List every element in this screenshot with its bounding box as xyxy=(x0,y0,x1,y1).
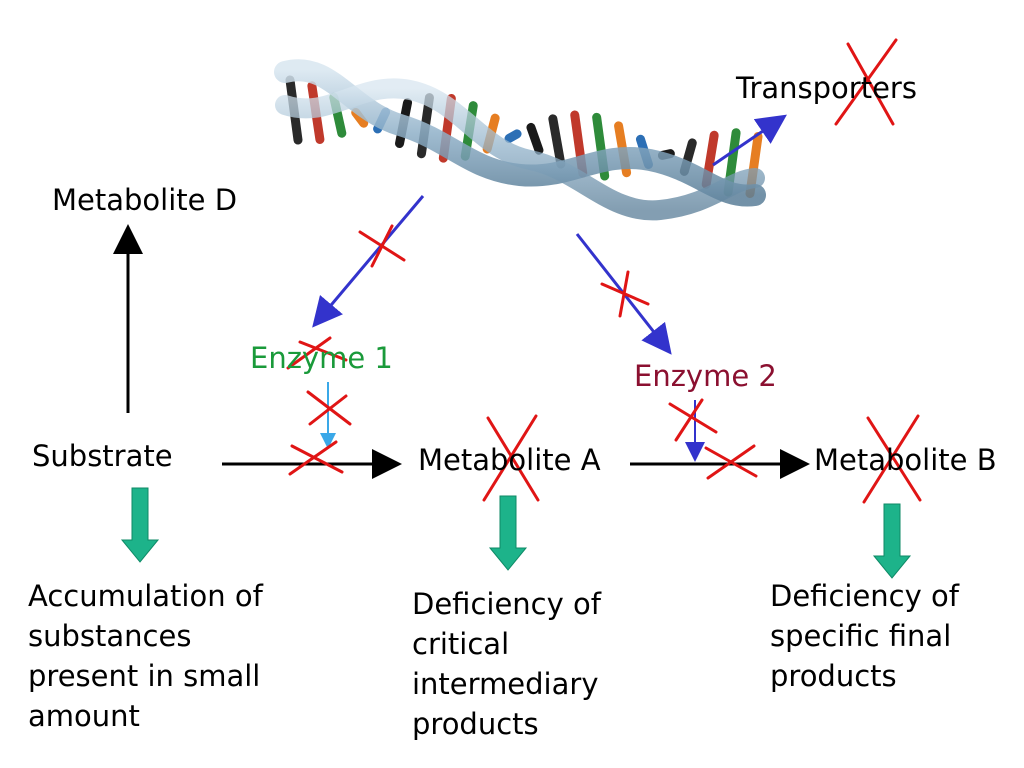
metabolite-a-cross xyxy=(482,414,540,502)
metabolite-d-label: Metabolite D xyxy=(52,183,238,217)
enzyme1-label: Enzyme 1 xyxy=(250,341,393,375)
metabolite-a-outcome: Deficiency of critical intermediary prod… xyxy=(412,584,601,744)
substrate-label: Substrate xyxy=(32,439,173,473)
dna-base-pair xyxy=(526,122,544,155)
enzyme2-cross xyxy=(668,398,718,442)
gene-enzyme1-cross xyxy=(358,224,406,268)
dna-base-pair xyxy=(548,114,566,169)
metabolite-b-cross xyxy=(862,414,922,504)
gene-to-transporters-arrow xyxy=(712,114,787,167)
enzyme1-cross xyxy=(286,336,348,370)
substrate-outcome-line: substances xyxy=(28,619,192,653)
transporters-cross xyxy=(834,38,898,126)
enzyme1-arrow-cross xyxy=(306,390,352,426)
metabolite-a-label: Metabolite A xyxy=(418,443,601,477)
gene-enzyme2-cross xyxy=(600,270,650,318)
metabolite-a-outcome-line: intermediary xyxy=(412,667,599,701)
substrate-outcome-line: Accumulation of xyxy=(28,579,263,613)
metabolite-a-down-arrow xyxy=(488,495,528,571)
dna-base-pair xyxy=(504,129,522,143)
metabolite-b-down-arrow xyxy=(872,503,912,579)
reaction1-cross xyxy=(288,440,344,476)
metabolite-b-outcome-line: products xyxy=(770,659,897,693)
transporters-label: Transporters xyxy=(736,71,917,105)
substrate-outcome-line: present in small xyxy=(28,659,261,693)
metabolite-b-outcome-line: specific final xyxy=(770,619,952,653)
metabolite-b-outcome-line: Deficiency of xyxy=(770,579,959,613)
reaction2-cross xyxy=(704,444,758,480)
metabolite-a-outcome-line: products xyxy=(412,707,539,741)
enzyme2-label: Enzyme 2 xyxy=(634,359,777,393)
metabolite-b-outcome: Deficiency of specific final products xyxy=(770,576,959,696)
metabolite-a-outcome-line: critical xyxy=(412,627,510,661)
metabolite-b-label: Metabolite B xyxy=(814,443,997,477)
gene-to-enzyme1-arrow xyxy=(312,195,425,328)
metabolite-a-outcome-line: Deficiency of xyxy=(412,587,601,621)
substrate-down-arrow xyxy=(120,487,160,563)
substrate-outcome-line: amount xyxy=(28,699,140,733)
substrate-outcome: Accumulation of substances present in sm… xyxy=(28,576,263,736)
